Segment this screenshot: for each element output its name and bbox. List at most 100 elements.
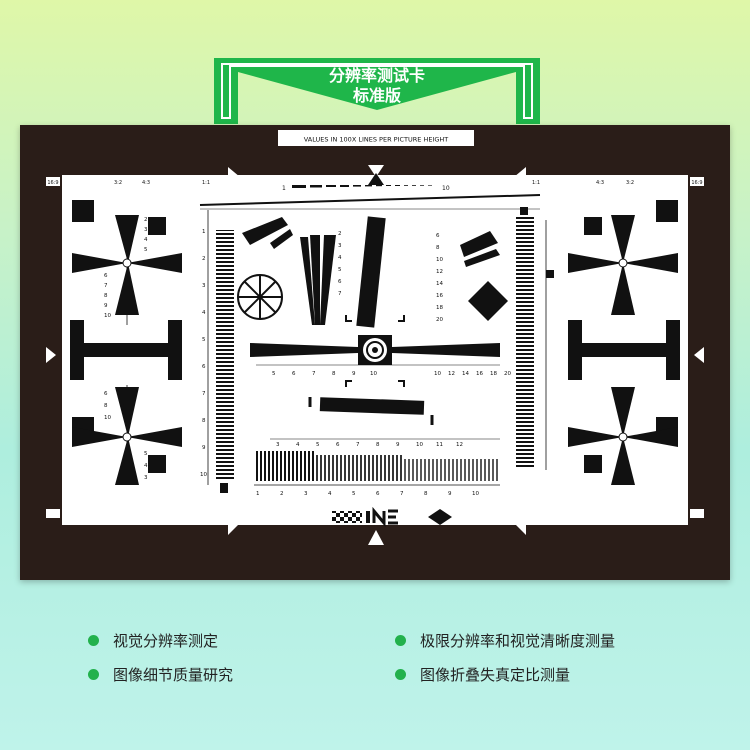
svg-text:10: 10: [436, 257, 443, 263]
aspect-label: 4:3: [596, 180, 604, 186]
svg-text:10: 10: [434, 371, 441, 377]
svg-text:5: 5: [338, 267, 342, 273]
chart-title-line2: 标准版: [352, 86, 401, 105]
svg-text:5: 5: [316, 442, 320, 448]
diagonal-wedge: [242, 217, 293, 249]
svg-text:6: 6: [338, 279, 342, 285]
svg-text:3: 3: [202, 283, 206, 289]
bullet-dot-icon: [88, 669, 99, 680]
svg-text:12: 12: [456, 442, 463, 448]
svg-text:12: 12: [448, 371, 455, 377]
bottom-logo: [332, 506, 452, 528]
bottom-stripes: [254, 451, 500, 486]
svg-text:12: 12: [436, 269, 443, 275]
svg-text:4: 4: [338, 255, 342, 261]
feature-list: 视觉分辨率测定 极限分辨率和视觉清晰度测量 图像细节质量研究 图像折叠失真定比测…: [0, 620, 750, 700]
central-fan-labels: 2 3 4 5 6 7: [338, 231, 342, 297]
spoke-wheel: [237, 274, 283, 320]
svg-text:4: 4: [296, 442, 300, 448]
aspect-label: 1:1: [202, 180, 210, 186]
svg-text:7: 7: [338, 291, 342, 297]
feature-label: 极限分辨率和视觉清晰度测量: [420, 632, 616, 650]
svg-text:2: 2: [202, 256, 206, 262]
svg-text:6: 6: [292, 371, 296, 377]
svg-text:6: 6: [436, 233, 440, 239]
svg-text:7: 7: [356, 442, 360, 448]
svg-text:5: 5: [144, 451, 148, 457]
banner-text: VALUES IN 100X LINES PER PICTURE HEIGHT: [304, 136, 449, 144]
svg-text:5: 5: [272, 371, 276, 377]
svg-text:8: 8: [104, 293, 108, 299]
svg-text:3: 3: [338, 243, 342, 249]
svg-text:18: 18: [490, 371, 497, 377]
lower-scale: 3 4 5 6 7 8 9 10 11 12: [270, 438, 500, 448]
svg-text:9: 9: [202, 445, 206, 451]
svg-text:8: 8: [376, 442, 380, 448]
svg-text:2: 2: [144, 217, 148, 223]
svg-text:10: 10: [200, 472, 207, 478]
chart-graphic: VALUES IN 100X LINES PER PICTURE HEIGHT …: [46, 130, 704, 545]
svg-text:1: 1: [256, 491, 260, 497]
svg-text:6: 6: [376, 491, 380, 497]
feature-label: 图像细节质量研究: [113, 666, 234, 684]
diamond-square: [468, 281, 508, 321]
central-fan: [300, 216, 386, 328]
svg-text:6: 6: [104, 391, 108, 397]
aspect-label: 3:2: [626, 180, 634, 186]
svg-text:20: 20: [504, 371, 511, 377]
svg-text:3: 3: [304, 491, 308, 497]
svg-text:10: 10: [472, 491, 479, 497]
bottom-aspect-markers: [46, 347, 704, 545]
svg-text:14: 14: [462, 371, 469, 377]
svg-text:7: 7: [312, 371, 316, 377]
svg-text:8: 8: [104, 403, 108, 409]
aspect-label: 16:9: [47, 180, 58, 186]
top-aspect-markers: 16:9 3:2 4:3 1:1 1:1 4:3 3:2 16:9: [46, 165, 704, 187]
svg-text:7: 7: [400, 491, 404, 497]
svg-text:16: 16: [436, 293, 443, 299]
svg-text:3: 3: [144, 227, 148, 233]
svg-text:5: 5: [144, 247, 148, 253]
svg-text:7: 7: [104, 283, 108, 289]
left-fan-labels: 2 3 4 5 6 7 8 9 10 6 8 10 5 4 3: [104, 217, 148, 481]
svg-text:8: 8: [436, 245, 440, 251]
feature-item: 极限分辨率和视觉清晰度测量: [395, 630, 615, 651]
svg-text:11: 11: [436, 442, 443, 448]
svg-text:4: 4: [328, 491, 332, 497]
top-scale: 1 10: [282, 185, 450, 192]
horizontal-fan: [250, 343, 500, 366]
svg-text:9: 9: [448, 491, 452, 497]
svg-text:1: 1: [202, 229, 206, 235]
svg-text:3: 3: [144, 475, 148, 481]
svg-text:6: 6: [104, 273, 108, 279]
aspect-label: 16:9: [691, 180, 702, 186]
svg-text:6: 6: [336, 442, 340, 448]
svg-text:10: 10: [370, 371, 377, 377]
svg-text:10: 10: [104, 313, 111, 319]
top-scale-end: 10: [442, 185, 450, 192]
center-target: [345, 315, 405, 387]
svg-text:18: 18: [436, 305, 443, 311]
svg-text:8: 8: [424, 491, 428, 497]
left-quadrant: [70, 200, 182, 485]
svg-text:9: 9: [396, 442, 400, 448]
mid-scale: 5 6 7 8 9 10 10 12 14 16 18 20: [272, 371, 511, 377]
svg-text:14: 14: [436, 281, 443, 287]
top-scale-start: 1: [282, 185, 286, 192]
left-vertical-scale: 1 2 3 4 5 6 7 8 9 10: [200, 210, 234, 493]
svg-text:2: 2: [280, 491, 284, 497]
aspect-label: 3:2: [114, 180, 122, 186]
svg-text:8: 8: [202, 418, 206, 424]
chart-title: 分辨率测试卡 标准版: [212, 66, 542, 106]
svg-text:4: 4: [202, 310, 206, 316]
svg-text:4: 4: [144, 237, 148, 243]
slanted-bar: [319, 397, 425, 415]
chart-title-line1: 分辨率测试卡: [328, 66, 425, 85]
svg-text:4: 4: [144, 463, 148, 469]
bullet-dot-icon: [395, 669, 406, 680]
bullet-dot-icon: [395, 635, 406, 646]
svg-text:10: 10: [416, 442, 423, 448]
aspect-label: 4:3: [142, 180, 150, 186]
svg-text:2: 2: [338, 231, 342, 237]
svg-text:7: 7: [202, 391, 206, 397]
